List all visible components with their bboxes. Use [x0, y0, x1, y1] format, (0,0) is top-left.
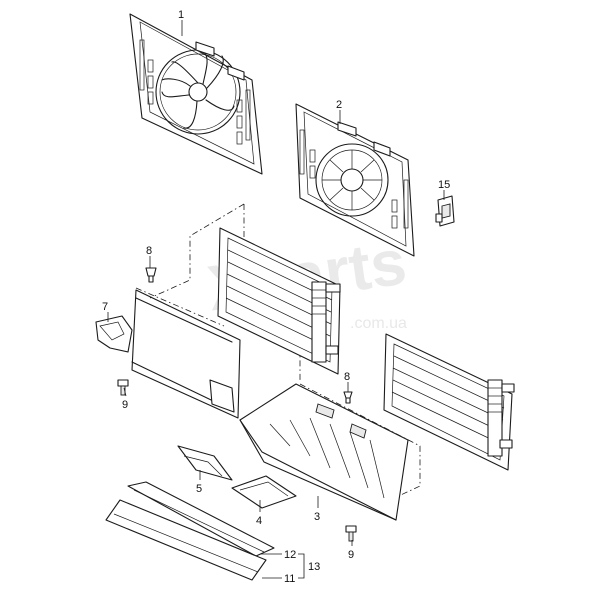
watermark-url: .com.ua	[350, 315, 407, 332]
part-2-fan-shroud[interactable]	[295, 103, 415, 257]
part-1-fan-shroud[interactable]	[129, 13, 263, 175]
callout-3: 3	[314, 511, 320, 523]
radiator-assembly-b[interactable]	[383, 333, 515, 471]
callout-5: 5	[196, 483, 202, 495]
part-15-clip[interactable]	[435, 195, 455, 227]
callout-12: 12	[284, 549, 296, 561]
part-12-upper-trim[interactable]	[127, 481, 275, 557]
callout-1: 1	[178, 9, 184, 21]
part-3-lower-air-duct[interactable]	[239, 383, 409, 521]
radiator-assembly-a[interactable]	[217, 227, 341, 375]
part-9-screw-b[interactable]	[345, 525, 357, 542]
callout-labels: 1 2 3 4 5 7 8 8 9 9 11 12 13 15	[102, 9, 450, 585]
part-11-lower-trim[interactable]	[105, 499, 267, 581]
part-8-clip-a[interactable]	[145, 267, 157, 283]
part-5-bracket[interactable]	[177, 445, 233, 481]
callout-2: 2	[336, 99, 342, 111]
callout-11: 11	[284, 573, 295, 585]
callout-4: 4	[256, 515, 262, 527]
part-7-air-guide-frame[interactable]	[95, 289, 241, 419]
callout-13: 13	[308, 561, 320, 573]
leader-lines	[107, 20, 445, 579]
part-9-screw-a[interactable]	[117, 379, 129, 396]
callout-7: 7	[102, 301, 108, 313]
part-8-clip-b[interactable]	[343, 391, 353, 404]
callout-9-b: 9	[348, 549, 354, 561]
callout-15: 15	[438, 179, 450, 191]
part-4-bracket[interactable]	[231, 475, 297, 509]
callout-9-a: 9	[122, 399, 128, 411]
callout-8-b: 8	[344, 371, 350, 383]
callout-8-a: 8	[146, 245, 152, 257]
